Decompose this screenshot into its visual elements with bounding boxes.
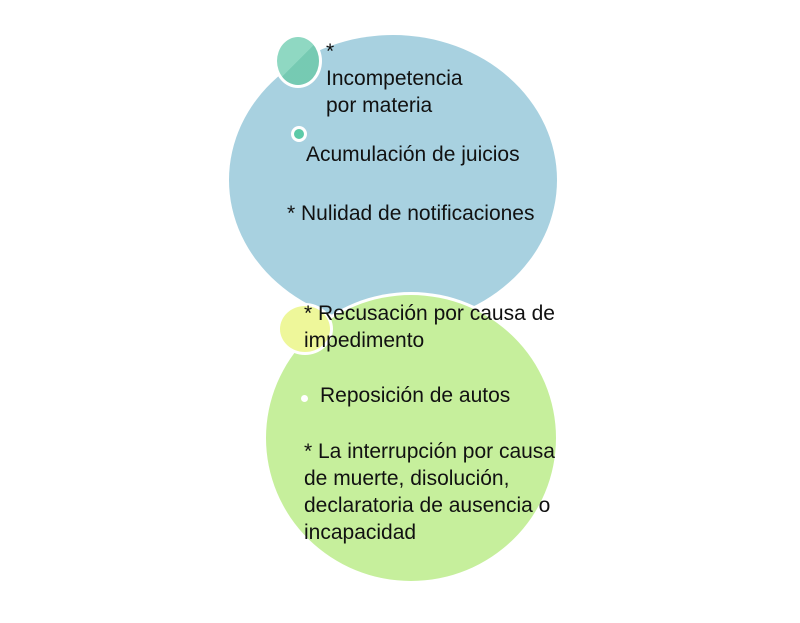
small-teal-bubble [291,126,307,142]
item-nulidad: * Nulidad de notificaciones [287,202,535,225]
item-recusacion: * Recusación por causa de impedimento [304,302,555,352]
item-acumulacion: Acumulación de juicios [306,143,520,166]
item-reposicion: Reposición de autos [320,384,511,407]
white-dot [301,395,308,402]
item-incompetencia: * Incompetencia por materia [326,40,463,117]
yellow-bubble [277,303,333,355]
teal-bubble [274,34,322,88]
item-interrupcion: * La interrupción por causa de muerte, d… [304,440,555,544]
